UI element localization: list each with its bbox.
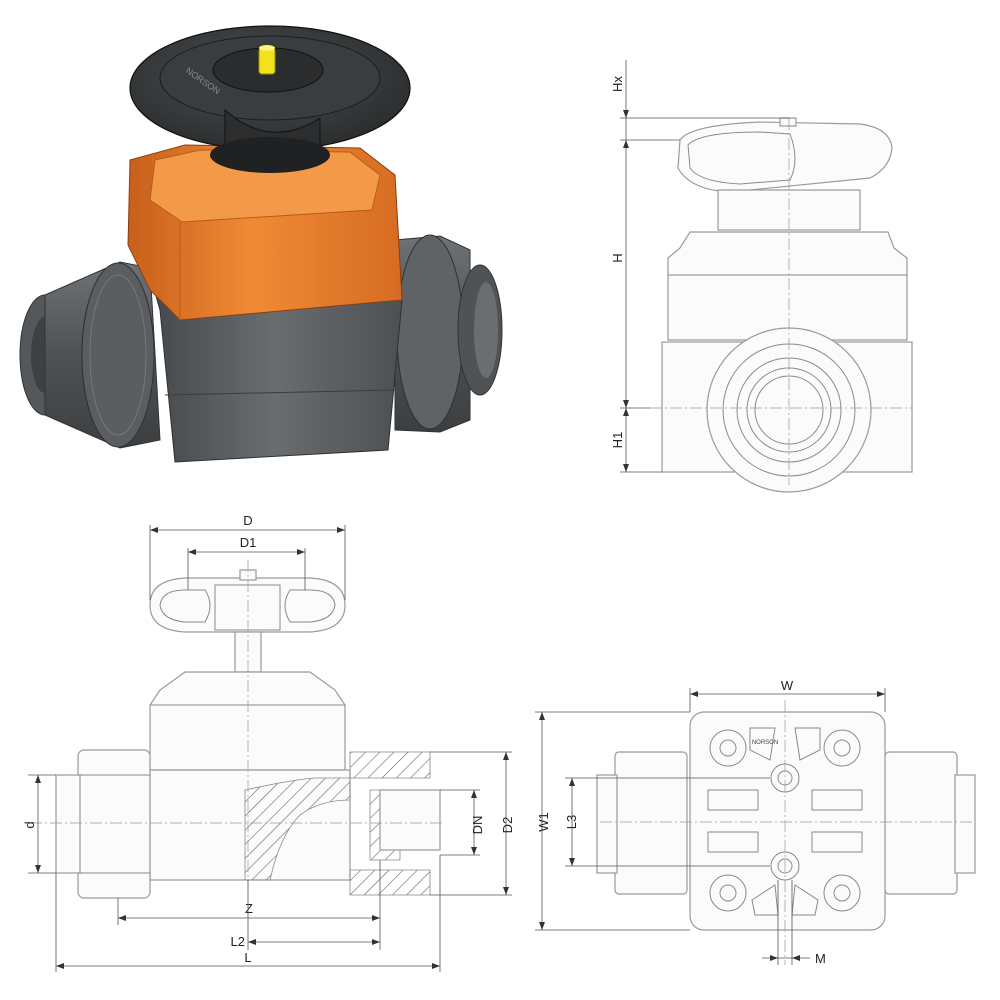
right-union-3d [394, 234, 503, 433]
front-view: Hx H H1 [610, 60, 913, 493]
dim-d: D [243, 513, 252, 528]
dim-l2: L2 [231, 934, 245, 949]
dim-h1: H1 [610, 432, 625, 449]
dim-z: Z [245, 901, 253, 916]
handwheel-3d: NORSON [129, 25, 411, 173]
valve-3d-render: NORSON [19, 25, 503, 463]
dim-d-small: d [22, 821, 37, 828]
dim-h: H [610, 253, 625, 262]
dim-dn: DN [470, 816, 485, 835]
dim-d1: D1 [240, 535, 257, 550]
dim-l3: L3 [564, 815, 579, 829]
dim-w: W [781, 678, 794, 693]
brand-mark-plate: NORSON [752, 740, 778, 746]
left-union-3d [19, 261, 161, 449]
dim-d2: D2 [500, 817, 515, 834]
side-section-view: D D1 d DN D2 Z L [22, 513, 515, 972]
position-indicator-3d [258, 47, 276, 75]
bottom-view: NORSON W W1 L3 M [535, 678, 976, 966]
dim-w1: W1 [536, 812, 551, 832]
dim-l: L [244, 950, 251, 965]
dim-hx: Hx [610, 76, 625, 92]
dim-m: M [815, 951, 826, 966]
